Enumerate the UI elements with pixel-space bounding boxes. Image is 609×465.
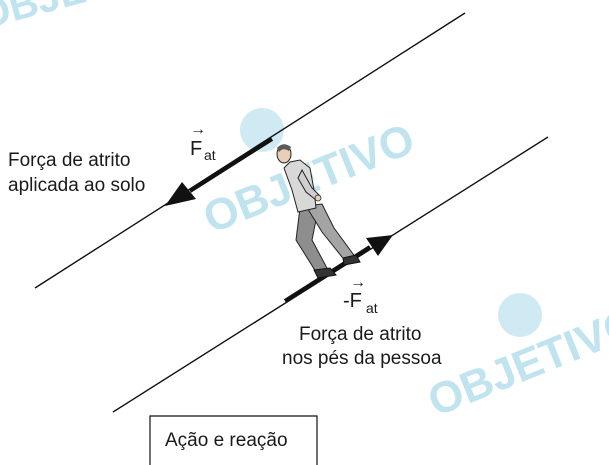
vector-subscript: at bbox=[204, 147, 216, 163]
right-description-line2: nos pés da pessoa bbox=[282, 348, 442, 369]
walking-person-figure bbox=[276, 144, 361, 279]
watermark-top-left: OBJETIVO bbox=[0, 0, 181, 38]
friction-on-ground-arrow bbox=[165, 137, 274, 206]
vector-arrow-symbol: → bbox=[190, 121, 206, 138]
left-description-line1: Força de atrito bbox=[8, 150, 131, 171]
watermark-bottom-right: OBJETIVO bbox=[421, 293, 609, 426]
caption-text: Ação e reação bbox=[165, 430, 288, 451]
upper-incline-line bbox=[34, 12, 466, 289]
watermark-logo-icon bbox=[498, 293, 542, 337]
left-description-line2: aplicada ao solo bbox=[8, 175, 145, 196]
vector-subscript: at bbox=[366, 300, 378, 316]
watermark-text: OBJETIVO bbox=[0, 0, 181, 38]
arrowhead-left-icon bbox=[165, 182, 196, 206]
vector-arrow-symbol: → bbox=[350, 274, 366, 291]
arrowhead-right-icon bbox=[366, 235, 393, 256]
caption-box: Ação e reação bbox=[149, 415, 318, 465]
vector-letter: -F bbox=[343, 290, 362, 312]
vector-neg-f-at-label: → -F at bbox=[343, 274, 378, 316]
right-description-line1: Força de atrito bbox=[299, 324, 422, 345]
vector-letter: F bbox=[190, 138, 202, 160]
watermark-logo-icon bbox=[240, 108, 284, 152]
vector-f-at-label: → F at bbox=[190, 121, 216, 163]
